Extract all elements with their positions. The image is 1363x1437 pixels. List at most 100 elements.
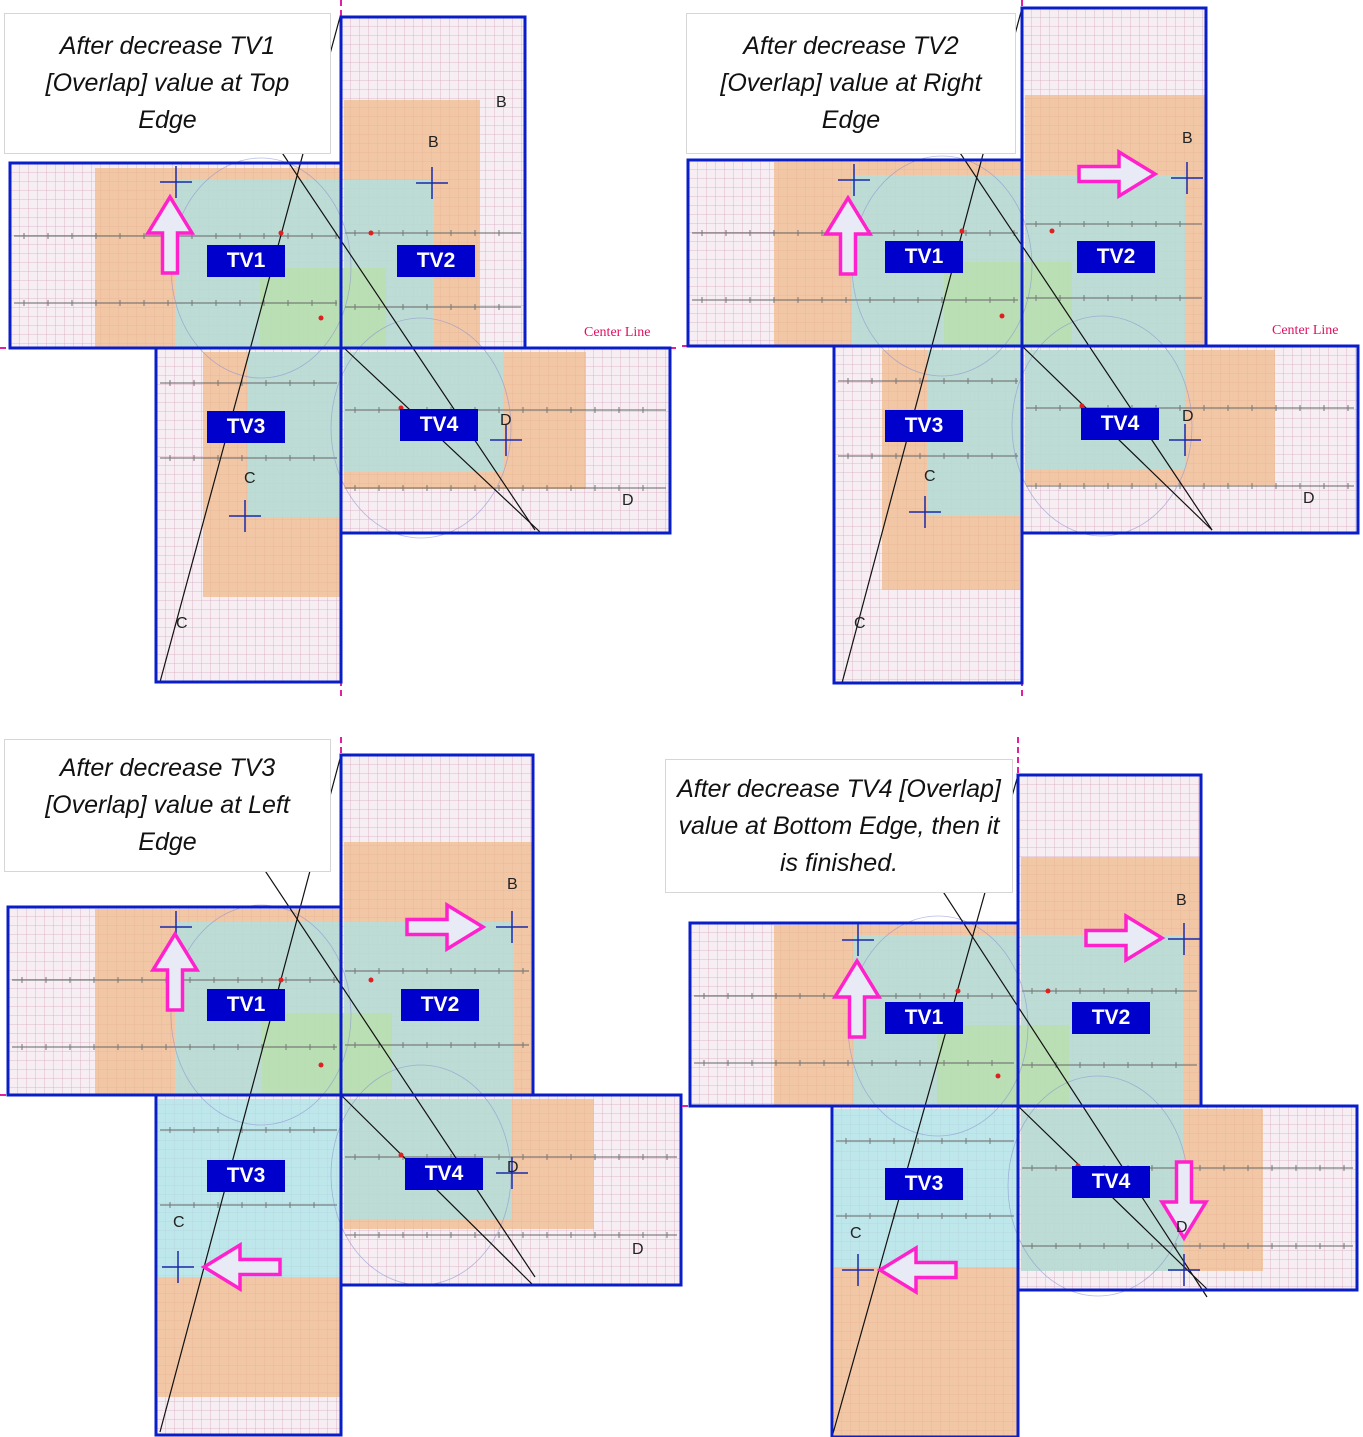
tv3-label: TV3 xyxy=(885,1168,963,1200)
point-label-c2: C xyxy=(176,615,188,632)
scale-row xyxy=(160,1202,337,1208)
marker-dot xyxy=(959,228,965,234)
panel-caption: After decrease TV3 [Overlap] value at Le… xyxy=(4,739,331,872)
crosshair-mark xyxy=(416,167,448,199)
scale-row xyxy=(345,304,521,310)
point-label-d: D xyxy=(507,1159,519,1176)
scale-row xyxy=(1026,295,1202,301)
scale-row xyxy=(838,378,1018,384)
tv3-label: TV3 xyxy=(207,1160,285,1192)
diagram-panel-tv1-top-edge: After decrease TV1 [Overlap] value at To… xyxy=(0,0,680,700)
point-label-b2: B xyxy=(496,94,507,111)
marker-dot xyxy=(995,1073,1001,1079)
scale-row xyxy=(1022,1243,1353,1249)
panel-caption: After decrease TV2 [Overlap] value at Ri… xyxy=(686,13,1016,154)
crosshair-mark xyxy=(490,424,522,456)
alignment-line xyxy=(235,826,536,1278)
point-label-d: D xyxy=(1182,408,1194,425)
point-label-b: B xyxy=(507,876,518,893)
diagram-panel-tv3-left-edge: After decrease TV3 [Overlap] value at Le… xyxy=(0,737,683,1437)
tv4-frame xyxy=(1016,1104,1359,1292)
overlap-zone-green xyxy=(262,1013,392,1095)
overlap-zone-orange xyxy=(834,1267,1018,1437)
scale-row xyxy=(345,230,521,236)
scale-row xyxy=(694,1060,1014,1066)
point-label-d: D xyxy=(500,412,512,429)
crosshair-mark xyxy=(838,164,870,196)
point-label-c: C xyxy=(244,470,256,487)
tv1-label: TV1 xyxy=(207,245,285,277)
pattern-ellipse xyxy=(330,317,512,539)
point-label-c2: C xyxy=(854,615,866,632)
panel-caption: After decrease TV1 [Overlap] value at To… xyxy=(4,13,331,154)
crosshair-mark xyxy=(1171,162,1203,194)
crosshair-mark xyxy=(842,924,874,956)
scale-row xyxy=(345,1042,529,1048)
point-label-b: B xyxy=(1182,130,1193,147)
marker-dot xyxy=(278,230,284,236)
point-label-d: D xyxy=(1176,1219,1188,1236)
marker-dot xyxy=(318,1062,324,1068)
point-label-b: B xyxy=(1176,892,1187,909)
scale-row xyxy=(345,485,666,491)
crosshair-mark xyxy=(842,1254,874,1286)
tv4-label: TV4 xyxy=(400,409,478,441)
tv-wall-scene xyxy=(0,0,680,700)
diagram-panel-tv2-right-edge: After decrease TV2 [Overlap] value at Ri… xyxy=(682,0,1362,700)
tv1-label: TV1 xyxy=(207,989,285,1021)
point-label-d2: D xyxy=(622,492,634,509)
crosshair-mark xyxy=(1168,923,1200,955)
scale-row xyxy=(345,1232,677,1238)
point-label-d2: D xyxy=(1303,490,1315,507)
tv1-label: TV1 xyxy=(885,1002,963,1034)
scale-row xyxy=(836,1138,1014,1144)
arrow-down-icon xyxy=(1158,1160,1210,1242)
arrow-up-icon xyxy=(144,193,196,275)
scale-row xyxy=(160,1127,337,1133)
arrow-left-icon xyxy=(876,1244,958,1296)
arrow-right-icon xyxy=(1084,912,1166,964)
arrow-right-icon xyxy=(1077,148,1159,200)
marker-dot xyxy=(1079,403,1085,409)
scale-row xyxy=(160,455,337,461)
crosshair-mark xyxy=(909,496,941,528)
tv2-label: TV2 xyxy=(1077,241,1155,273)
crosshair-mark xyxy=(496,1157,528,1189)
scale-row xyxy=(1022,1062,1197,1068)
tv1-label: TV1 xyxy=(885,241,963,273)
center-line-label: Center Line xyxy=(584,325,651,340)
tv4-label: TV4 xyxy=(1072,1166,1150,1198)
point-label-c: C xyxy=(173,1214,185,1231)
crosshair-mark xyxy=(162,1251,194,1283)
point-label-b: B xyxy=(428,134,439,151)
scale-row xyxy=(838,453,1018,459)
scale-row xyxy=(692,297,1018,303)
scale-row xyxy=(1026,221,1202,227)
crosshair-mark xyxy=(1169,424,1201,456)
tv2-label: TV2 xyxy=(401,989,479,1021)
center-line-label: Center Line xyxy=(1272,323,1339,338)
tv2-label: TV2 xyxy=(397,245,475,277)
point-label-c: C xyxy=(924,468,936,485)
overlap-zone-orange xyxy=(158,1277,341,1397)
marker-dot xyxy=(278,977,284,983)
scale-row xyxy=(1022,988,1197,994)
scale-row xyxy=(1026,483,1354,489)
tv-wall-scene xyxy=(682,0,1362,700)
pattern-ellipse xyxy=(1011,315,1193,537)
point-label-d2: D xyxy=(632,1241,644,1258)
marker-dot xyxy=(318,315,324,321)
marker-dot xyxy=(955,988,961,994)
tv4-label: TV4 xyxy=(405,1158,483,1190)
scale-row xyxy=(345,968,529,974)
crosshair-mark xyxy=(1168,1254,1200,1286)
panel-caption: After decrease TV4 [Overlap] value at Bo… xyxy=(665,759,1013,893)
crosshair-mark xyxy=(160,166,192,198)
crosshair-mark xyxy=(229,500,261,532)
arrow-up-icon xyxy=(831,957,883,1039)
arrow-up-icon xyxy=(149,930,201,1012)
marker-dot xyxy=(368,977,374,983)
tv3-label: TV3 xyxy=(207,411,285,443)
arrow-up-icon xyxy=(822,194,874,276)
overlap-zone-green xyxy=(944,262,1072,346)
